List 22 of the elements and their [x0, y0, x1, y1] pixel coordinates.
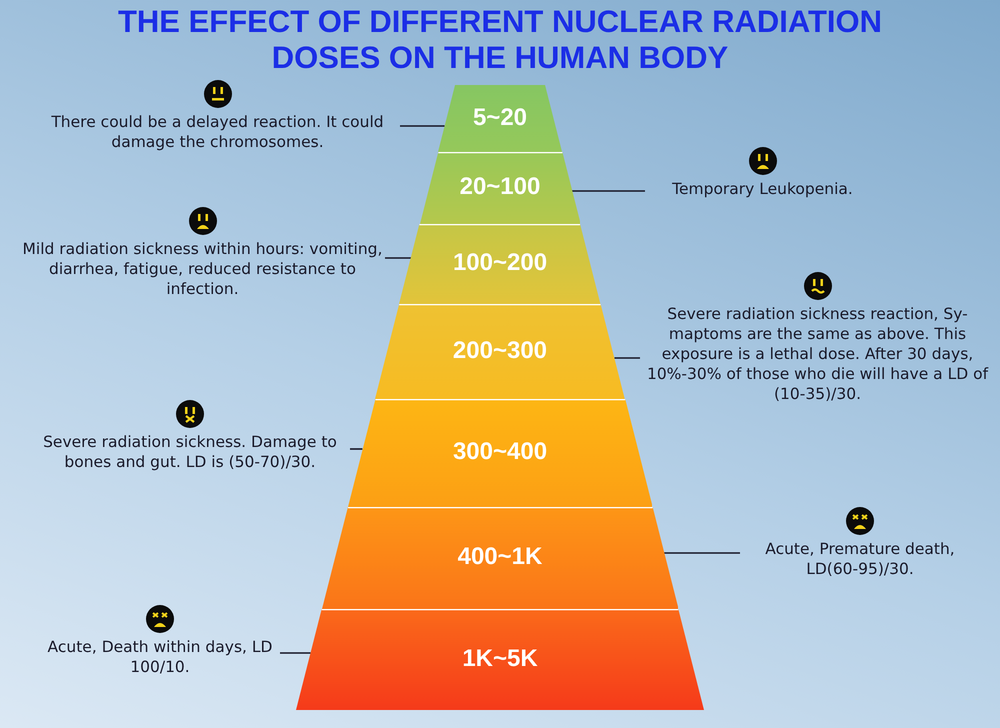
effect-description: Acute, Premature death, LD(60-95)/30.	[764, 539, 956, 579]
dose-range: 1K~5K	[461, 644, 539, 672]
leader-line	[572, 190, 645, 192]
effect-description: There could be a delayed reaction. It could damage the chromosomes.	[50, 112, 385, 152]
effect-description: Severe radiation sickness. Damage to bones and gut. LD is (50-70)/30.	[42, 432, 338, 472]
dose-range: 200~300	[452, 336, 548, 364]
leader-line	[614, 357, 640, 359]
leader-line	[280, 652, 310, 654]
effect-description: Mild radiation sickness within hours: vomiting, diarrhea, fatigue, reduced resistance to infection.	[22, 239, 384, 299]
dose-range: 5~20	[472, 104, 528, 132]
dose-range: 400~1K	[456, 543, 544, 571]
effect-description: Severe radiation sickness reaction, Sy- maptoms are the same as above. This exposure is a lethal dose. After 30 days, 10%-30% of those who die will have a LD of (10-35)/30.	[646, 304, 990, 404]
dose-range: 100~200	[452, 249, 548, 277]
effect-description: Acute, Death within days, LD 100/10.	[46, 637, 274, 677]
leader-line	[400, 125, 445, 127]
leader-line	[385, 257, 411, 259]
dose-range: 20~100	[458, 173, 542, 201]
dose-range: 300~400	[452, 438, 548, 466]
title: THE EFFECT OF DIFFERENT NUCLEAR RADIATION DOSES ON THE HUMAN BODY	[116, 4, 884, 76]
leader-line	[350, 448, 362, 450]
effect-description: Temporary Leukopenia.	[671, 179, 854, 199]
leader-line	[664, 552, 740, 554]
